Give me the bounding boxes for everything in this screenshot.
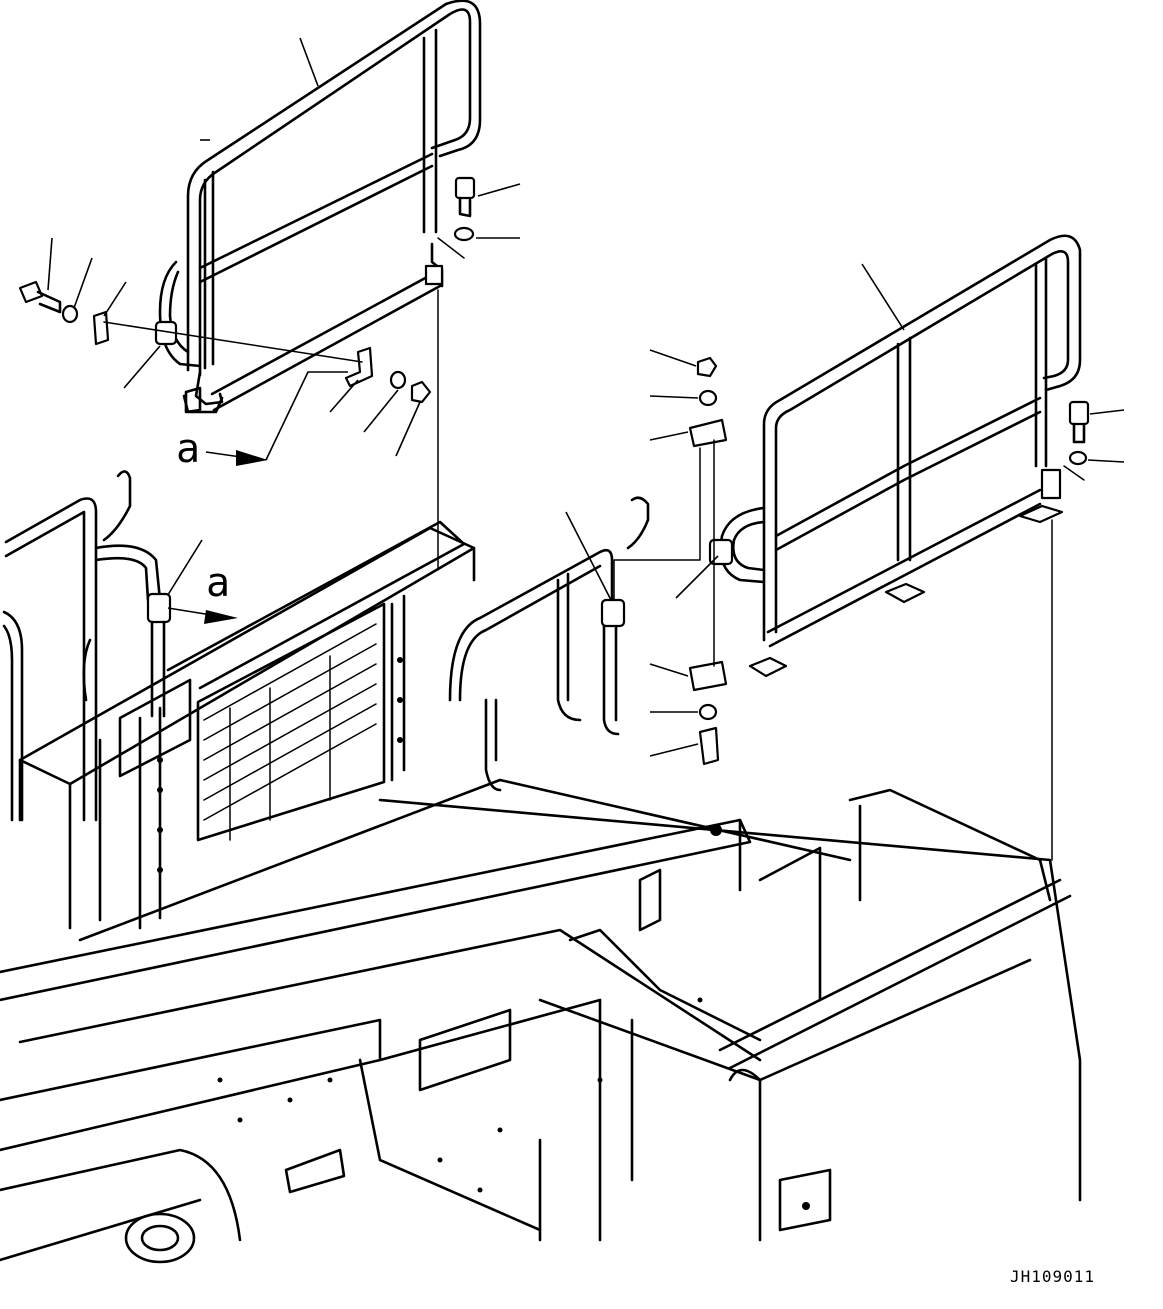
right-fasteners: [613, 356, 1090, 861]
left-base-pad: [424, 264, 444, 286]
view-label-upper: a: [176, 426, 200, 472]
left-leader-lines: [47, 37, 521, 457]
existing-rail-clamp-right: [600, 598, 626, 628]
frame-bolt-holes: [157, 657, 810, 1210]
view-arrow-upper: a: [176, 371, 348, 472]
machine-frame: [0, 470, 1082, 1264]
view-label-lower: a: [206, 560, 230, 606]
right-leader-lines: [165, 263, 1125, 757]
existing-rail-clamp: [146, 592, 172, 624]
left-handrail: [154, 0, 482, 414]
drawing-code: JH109011: [1009, 1267, 1095, 1286]
right-handrail: [708, 234, 1082, 678]
view-arrow-lower: a: [167, 560, 238, 624]
